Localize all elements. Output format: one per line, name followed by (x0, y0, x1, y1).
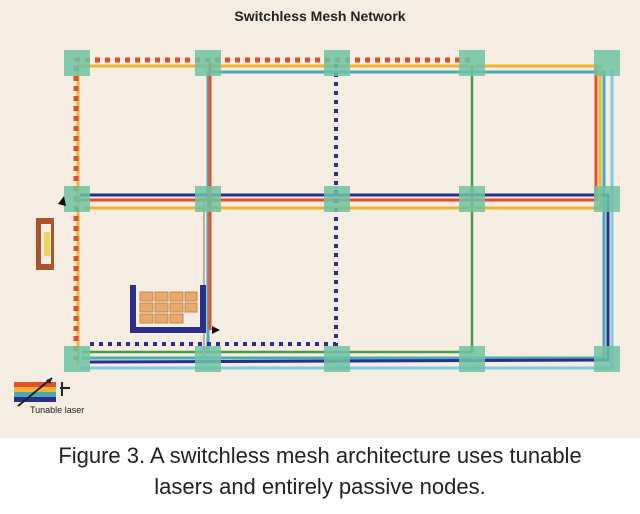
tunable-laser-icon (14, 377, 70, 407)
mesh-network-diagram (14, 50, 620, 407)
node-r2c2 (195, 186, 221, 212)
tunable-laser-label: Tunable laser (30, 405, 85, 415)
caption-line-1: Figure 3. A switchless mesh architecture… (58, 443, 582, 468)
node-r2c1 (64, 186, 90, 212)
nodes (64, 50, 620, 372)
node-r3c3 (324, 346, 350, 372)
diagram-title: Switchless Mesh Network (234, 8, 406, 24)
node-r2c5 (594, 186, 620, 212)
receiver-bin-icon (130, 285, 206, 333)
node-r1c4 (459, 50, 485, 76)
arrow-icon (212, 326, 220, 334)
navy-dotted-path (86, 64, 338, 346)
node-r2c3 (324, 186, 350, 212)
arrow-icon (58, 196, 66, 206)
navy-path (80, 193, 610, 364)
node-r2c4 (459, 186, 485, 212)
node-r1c3 (324, 50, 350, 76)
node-r1c2 (195, 50, 221, 76)
node-r3c5 (594, 346, 620, 372)
transmitter-icon (36, 218, 54, 270)
caption-line-2: lasers and entirely passive nodes. (154, 474, 486, 499)
node-r1c5 (594, 50, 620, 76)
node-r3c2 (195, 346, 221, 372)
node-r3c4 (459, 346, 485, 372)
diagram-panel: Switchless Mesh Network (0, 0, 640, 438)
figure-caption: Figure 3. A switchless mesh architecture… (0, 440, 640, 502)
node-r1c1 (64, 50, 90, 76)
node-r3c1 (64, 346, 90, 372)
